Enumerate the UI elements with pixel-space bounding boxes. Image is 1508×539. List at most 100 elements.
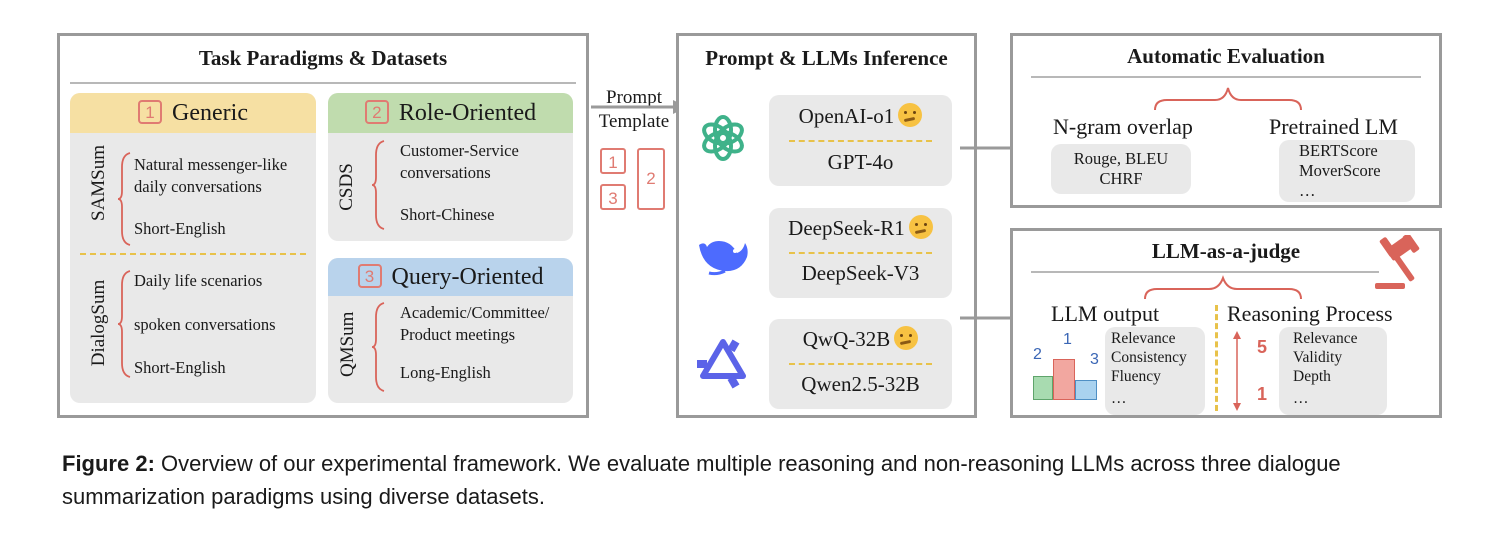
reasoning-metric-more: … xyxy=(1293,390,1309,407)
scale-min-label: 1 xyxy=(1257,384,1268,404)
template-part-1: 1 xyxy=(600,148,626,174)
generic-label: Generic xyxy=(172,100,248,126)
llm-output-metric-2: Consistency xyxy=(1111,349,1187,366)
generic-header: 1 Generic xyxy=(70,93,316,133)
csds-label: CSDS xyxy=(336,163,357,211)
dialogsum-desc-line2: spoken conversations xyxy=(134,315,276,334)
task-paradigms-title: Task Paradigms & Datasets xyxy=(198,46,448,70)
llm-output-metrics-box xyxy=(1105,327,1205,415)
openai-reasoning-row: OpenAI-o1 xyxy=(769,103,952,130)
llm-output-metric-1: Relevance xyxy=(1111,330,1176,347)
prompt-arrow xyxy=(591,100,687,114)
podium-first xyxy=(1053,359,1075,400)
llm-output-metric-3: Fluency xyxy=(1111,368,1161,385)
pretrained-metric-1: BERTScore xyxy=(1299,141,1378,160)
samsum-language: Short-English xyxy=(134,219,226,238)
deepseek-r1-label: DeepSeek-R1 xyxy=(788,216,905,240)
judge-brace xyxy=(1144,275,1302,300)
reasoning-metric-1: Relevance xyxy=(1293,330,1358,347)
samsum-desc-line2: daily conversations xyxy=(134,177,262,196)
pretrained-metric-more: … xyxy=(1299,181,1316,200)
template-part-2: 2 xyxy=(637,148,665,210)
samsum-desc-line1: Natural messenger-like xyxy=(134,155,288,174)
qwq-32b-label: QwQ-32B xyxy=(802,327,891,351)
openai-divider xyxy=(789,140,932,142)
ngram-metrics-box xyxy=(1051,144,1191,194)
qmsum-brace xyxy=(372,302,385,392)
qwen-logo-icon xyxy=(697,339,746,389)
title-rule xyxy=(70,82,576,84)
task-paradigms-panel: Task Paradigms & Datasets 1 Generic SAMSu… xyxy=(57,33,589,418)
samsum-label: SAMSum xyxy=(88,144,109,221)
ngram-label: N-gram overlap xyxy=(1053,114,1193,139)
llm-judge-title: LLM-as-a-judge xyxy=(1151,239,1301,263)
reasoning-metrics-box xyxy=(1279,327,1387,415)
qwen-divider xyxy=(789,363,932,365)
query-label: Query-Oriented xyxy=(391,264,544,290)
automatic-evaluation-panel: Automatic Evaluation N-gram overlap Pret… xyxy=(1010,33,1442,208)
openai-model-box: OpenAI-o1 GPT-4o xyxy=(769,95,952,186)
podium-third xyxy=(1075,380,1097,400)
prompt-label-line1: Prompt xyxy=(606,87,662,108)
qmsum-language: Long-English xyxy=(400,363,491,382)
podium-second xyxy=(1033,376,1053,400)
csds-desc-line2: conversations xyxy=(400,163,491,182)
deepseek-whale-icon xyxy=(699,241,748,276)
deepseek-divider xyxy=(789,252,932,254)
dialogsum-desc-line1: Daily life scenarios xyxy=(134,271,263,290)
thinking-face-icon xyxy=(908,215,933,240)
dialogsum-language: Short-English xyxy=(134,358,226,377)
score-scale-arrow xyxy=(1233,331,1241,411)
pretrained-label: Pretrained LM xyxy=(1269,114,1398,139)
scale-max-label: 5 xyxy=(1257,337,1268,357)
role-label: Role-Oriented xyxy=(398,100,537,126)
llm-output-label: LLM output xyxy=(1051,301,1160,326)
rank-2-label: 2 xyxy=(1033,346,1042,363)
prompt-label-line2: Template xyxy=(598,111,670,132)
judge-divider xyxy=(1215,305,1218,411)
samsum-brace xyxy=(118,152,131,246)
thinking-face-icon xyxy=(894,326,919,351)
figure-caption: Figure 2: Overview of our experimental f… xyxy=(62,447,1462,513)
automatic-evaluation-title: Automatic Evaluation xyxy=(1127,44,1325,68)
csds-language: Short-Chinese xyxy=(400,205,495,224)
generic-box xyxy=(70,93,316,403)
qmsum-label: QMSum xyxy=(337,311,358,377)
qwen-reasoning-row: QwQ-32B xyxy=(769,326,952,353)
deepseek-model-box: DeepSeek-R1 DeepSeek-V3 xyxy=(769,208,952,298)
ngram-metric-2: CHRF xyxy=(1099,169,1143,188)
generic-divider xyxy=(80,253,306,255)
figure-caption-label: Figure 2: xyxy=(62,451,155,476)
qmsum-desc-line1: Academic/Committee/ xyxy=(400,303,550,322)
openai-logo-icon xyxy=(702,115,744,161)
query-number-badge: 3 xyxy=(357,264,382,289)
deepseek-reasoning-row: DeepSeek-R1 xyxy=(769,215,952,242)
role-number-badge: 2 xyxy=(364,100,389,125)
prompt-template-label: Prompt Template xyxy=(592,86,676,134)
reasoning-metric-2: Validity xyxy=(1293,349,1343,366)
reasoning-process-label: Reasoning Process xyxy=(1227,301,1393,326)
figure-caption-text: Overview of our experimental framework. … xyxy=(62,451,1341,509)
ngram-metric-1: Rouge, BLEU xyxy=(1073,149,1169,168)
csds-brace xyxy=(372,140,385,230)
qmsum-desc-line2: Product meetings xyxy=(400,325,516,344)
qwen2-5-32b-label: Qwen2.5-32B xyxy=(801,372,920,396)
gavel-icon xyxy=(1375,235,1420,289)
llm-inference-title: Prompt & LLMs Inference xyxy=(705,46,948,70)
dialogsum-brace xyxy=(118,270,131,378)
template-part-3: 3 xyxy=(600,184,626,210)
csds-desc-line1: Customer-Service xyxy=(400,141,519,160)
evaluation-brace xyxy=(1154,87,1302,111)
generic-number-badge: 1 xyxy=(138,100,163,125)
thinking-face-icon xyxy=(898,103,923,128)
role-header: 2 Role-Oriented xyxy=(328,93,573,133)
deepseek-v3-label: DeepSeek-V3 xyxy=(801,261,920,285)
reasoning-metric-3: Depth xyxy=(1293,368,1331,385)
title-rule xyxy=(1031,76,1421,78)
llm-inference-panel: Prompt & LLMs Inference OpenAI-o1 GPT-4o… xyxy=(676,33,977,418)
prompt-template-icon: 1 3 2 xyxy=(600,148,670,212)
title-rule xyxy=(1031,271,1379,273)
rank-3-label: 3 xyxy=(1090,351,1099,368)
query-header: 3 Query-Oriented xyxy=(328,258,573,296)
gpt-4o-label: GPT-4o xyxy=(827,150,894,174)
